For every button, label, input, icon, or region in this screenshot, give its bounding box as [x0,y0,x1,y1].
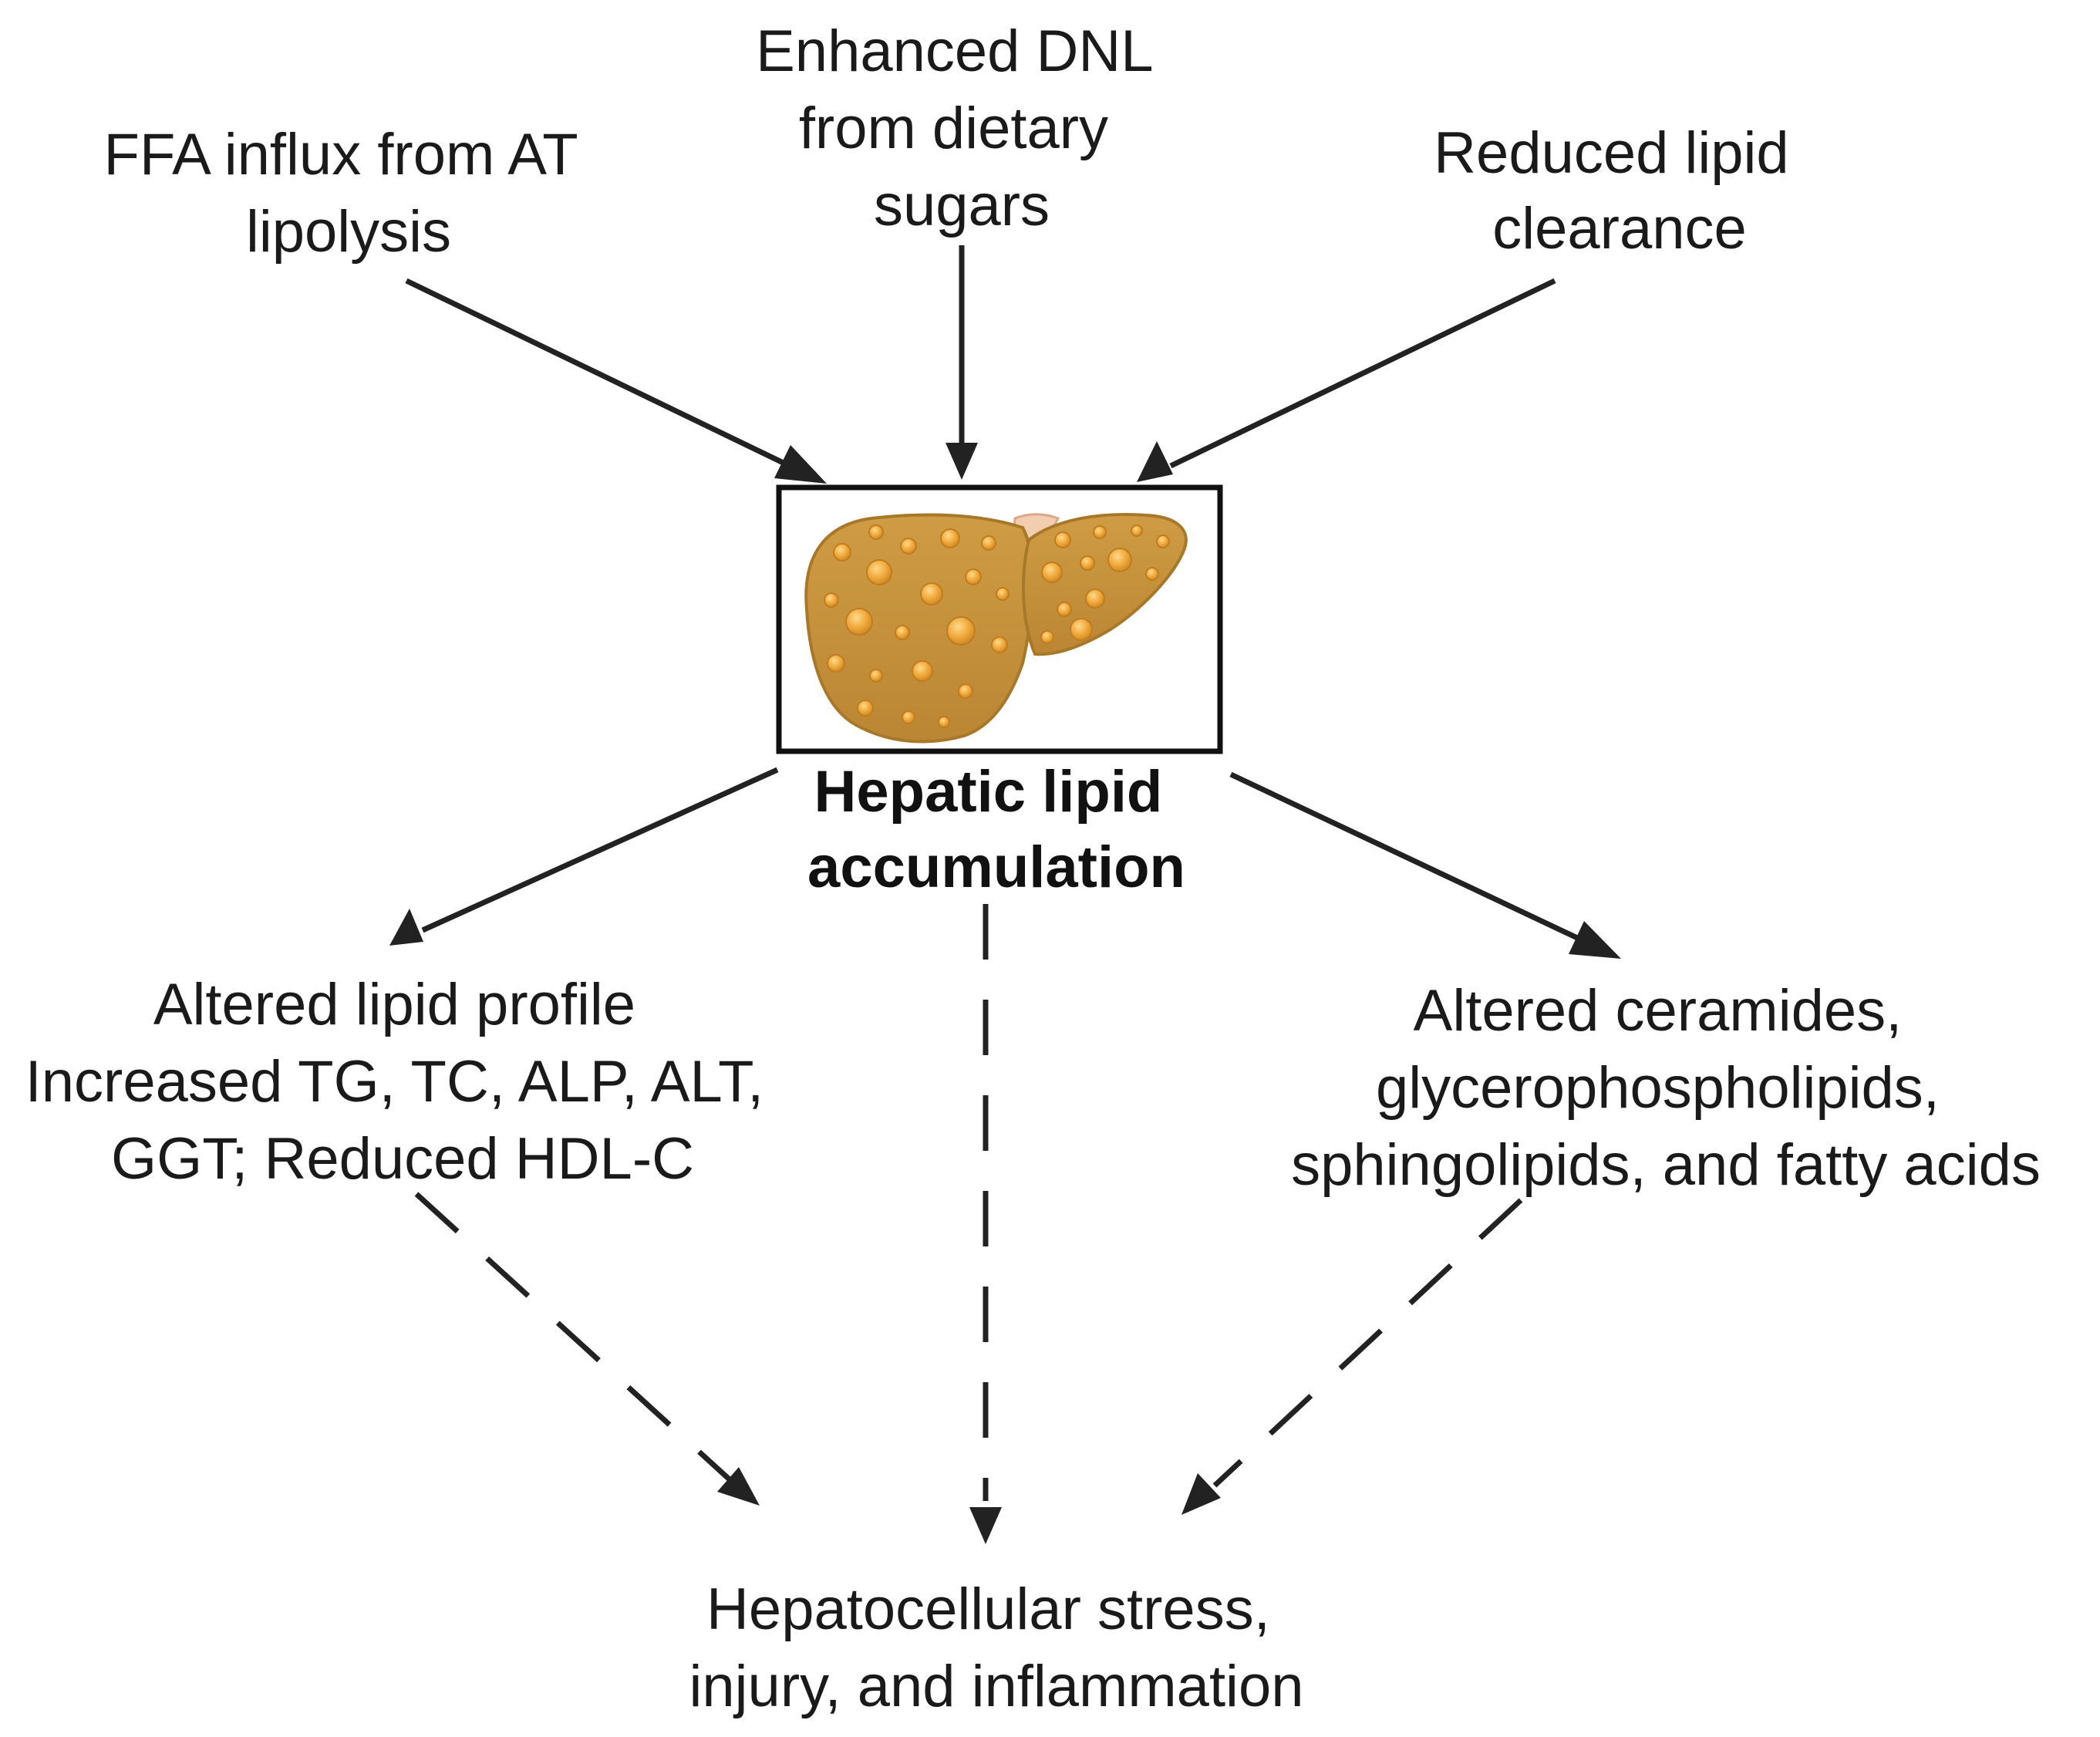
arrow-clearance-to-liver [1137,278,1556,482]
input-ffa-label: FFA influx from AT lipolysis [104,122,594,265]
lipid-droplets [824,524,1170,728]
arrow-liver-to-lipid-species [1229,771,1621,959]
output-lipid-profile-label: Altered lipid profile Increased TG, TC, … [25,972,780,1192]
dashed-arrow-liver-to-outcome [969,904,1002,1544]
outcome-label: Hepatocellular stress, injury, and infla… [689,1577,1304,1719]
arrow-liver-to-lipid-profile [389,767,779,946]
arrow-ffa-to-liver [405,278,827,484]
output-lipid-species-label: Altered ceramides, glycerophospholipids,… [1291,978,2041,1198]
fatty-liver-icon [804,513,1188,744]
center-title: Hepatic lipid accumulation [807,759,1185,900]
input-dnl-label: Enhanced DNL from dietary sugars [756,19,1168,238]
input-clearance-label: Reduced lipid clearance [1434,120,1805,261]
liver-panel [776,484,1223,754]
arrow-dnl-to-liver [946,245,978,480]
dashed-arrow-lipid-profile-to-outcome [414,1192,760,1506]
dashed-arrow-lipid-species-to-outcome [1181,1198,1523,1515]
